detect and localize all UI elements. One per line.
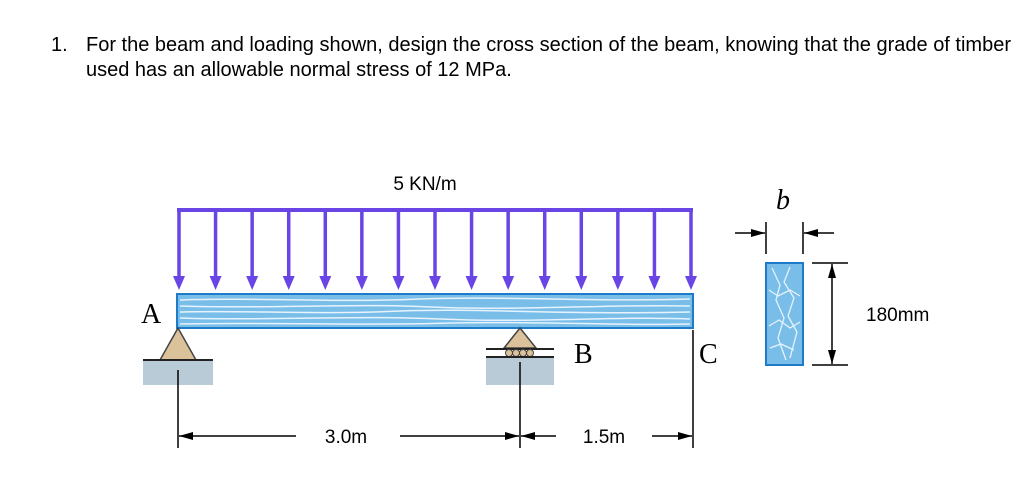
problem-number: 1.: [51, 34, 68, 56]
load-arrow-head: [685, 276, 697, 290]
load-arrow-head: [502, 276, 515, 290]
beam-cross-section: [765, 262, 804, 366]
distributed-load: [173, 208, 697, 290]
load-arrow-head: [429, 276, 441, 290]
dimension-bc-label: 1.5m: [583, 427, 625, 448]
load-arrow-head: [282, 276, 295, 290]
load-arrow-head: [173, 276, 185, 290]
load-arrow-head: [538, 276, 551, 290]
dimension-ab-label: 3.0m: [325, 427, 367, 448]
load-arrow-head: [209, 276, 222, 290]
load-arrow-head: [465, 276, 478, 290]
load-arrow-head: [355, 276, 368, 290]
load-arrow-head: [319, 276, 332, 290]
height-label: 180mm: [866, 305, 929, 326]
load-arrow-head: [246, 276, 259, 290]
load-arrow-head: [648, 276, 661, 290]
load-label: 5 KN/m: [393, 174, 456, 195]
point-b-label: B: [574, 339, 593, 370]
problem-text: For the beam and loading shown, design t…: [86, 34, 1011, 81]
point-a-label: A: [141, 299, 162, 330]
width-label: b: [776, 185, 790, 216]
load-arrows: [173, 210, 697, 290]
load-arrow-head: [611, 276, 624, 290]
load-arrow-head: [575, 276, 588, 290]
point-c-label: C: [699, 339, 718, 370]
load-arrow-head: [392, 276, 405, 290]
timber-beam: [176, 293, 694, 329]
